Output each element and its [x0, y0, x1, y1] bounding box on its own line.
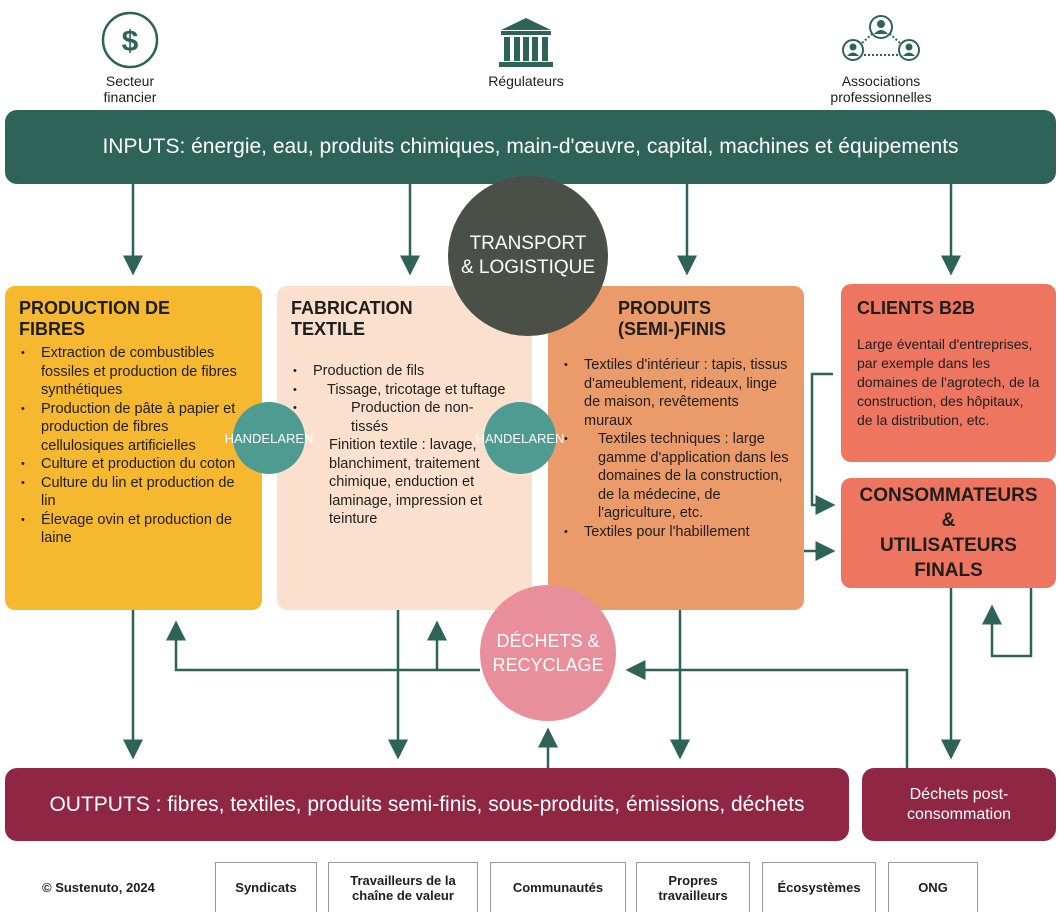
fibres-title: PRODUCTION DE FIBRES: [19, 298, 171, 339]
consommateurs-box: CONSOMMATEURS & UTILISATEURS FINALS: [841, 478, 1056, 588]
footer-label: Écosystèmes: [777, 880, 861, 895]
copyright: © Sustenuto, 2024: [42, 880, 155, 895]
stakeholder-label: Régulateurs: [488, 73, 564, 89]
inputs-bar: INPUTS: énergie, eau, produits chimiques…: [5, 110, 1056, 184]
stakeholder-associations: Associations professionnelles: [806, 10, 956, 105]
list-item: Production de non-tissés: [291, 399, 508, 436]
arrow-dechets-fibres: [166, 620, 480, 672]
footer-item-ecosystemes: Écosystèmes: [762, 862, 876, 912]
b2b-title: CLIENTS B2B: [857, 298, 976, 318]
handelaren-label: HANDELAREN: [224, 430, 314, 446]
list-item: Tissage, tricotage et tuftage: [291, 381, 508, 400]
footer-item-travailleurs: Travailleurs de la chaîne de valeur: [328, 862, 478, 912]
bank-building-icon: [499, 18, 553, 67]
post-consommation-box: Déchets post- consommation: [862, 768, 1056, 841]
produits-box: PRODUITS (SEMI-)FINIS Textiles d'intérie…: [548, 286, 804, 610]
dechets-circle: DÉCHETS & RECYCLAGE: [480, 585, 616, 721]
footer-label: ONG: [918, 880, 948, 895]
produits-title: PRODUITS (SEMI-)FINIS: [618, 298, 726, 339]
footer-item-ong: ONG: [888, 862, 978, 912]
arrow-post-dechets: [625, 660, 909, 768]
fibres-box: PRODUCTION DE FIBRES Extraction de combu…: [5, 286, 262, 610]
footer-label: Syndicats: [235, 880, 297, 895]
handelaren-label: HANDELAREN: [475, 430, 565, 446]
handelaren-circle: HANDELAREN: [476, 402, 564, 474]
footer-item-propres: Propres travailleurs: [636, 862, 750, 912]
list-item: Production de pâte à papier et productio…: [19, 400, 248, 456]
footer-item-communautes: Communautés: [490, 862, 626, 912]
transport-label: TRANSPORT & LOGISTIQUE: [460, 233, 596, 278]
dollar-icon: $: [101, 11, 159, 69]
svg-text:$: $: [122, 25, 139, 58]
footer-label: Propres travailleurs: [658, 872, 728, 903]
post-consommation-text: Déchets post- consommation: [906, 785, 1012, 823]
arrow-b2b-cons: [810, 372, 836, 515]
stakeholder-regulateurs: Régulateurs: [451, 10, 601, 89]
list-item: Culture et production du coton: [19, 455, 248, 474]
list-item: Élevage ovin et production de laine: [19, 511, 248, 548]
inputs-text: INPUTS: énergie, eau, produits chimiques…: [102, 135, 959, 158]
stakeholder-financier: $ Secteur financier: [55, 10, 205, 105]
list-item: Textiles pour l'habillement: [562, 523, 790, 542]
transport-circle: TRANSPORT & LOGISTIQUE: [448, 176, 608, 336]
fabrication-title: FABRICATION TEXTILE: [291, 298, 413, 339]
stakeholder-label: Secteur financier: [103, 73, 157, 105]
list-item: Production de fils: [291, 362, 508, 381]
list-item: Extraction de combustibles fossiles et p…: [19, 344, 248, 400]
stakeholder-label: Associations professionnelles: [830, 73, 932, 105]
handelaren-circle: HANDELAREN: [225, 402, 313, 474]
list-item: Finition textile : lavage, blanchiment, …: [291, 436, 508, 529]
outputs-bar: OUTPUTS : fibres, textiles, produits sem…: [5, 768, 849, 841]
b2b-box: CLIENTS B2B Large éventail d'entreprises…: [841, 284, 1056, 462]
dechets-label: DÉCHETS & RECYCLAGE: [492, 631, 604, 675]
list-item: Textiles d'intérieur : tapis, tissus d'a…: [562, 356, 790, 430]
consommateurs-title: CONSOMMATEURS & UTILISATEURS FINALS: [859, 485, 1038, 581]
footer-label: Travailleurs de la chaîne de valeur: [350, 872, 456, 903]
list-item: Textiles techniques : large gamme d'appl…: [562, 430, 790, 523]
outputs-text: OUTPUTS : fibres, textiles, produits sem…: [49, 792, 805, 816]
footer-item-syndicats: Syndicats: [215, 862, 317, 912]
b2b-text: Large éventail d'entreprises, par exempl…: [857, 336, 1040, 428]
list-item: Culture du lin et production de lin: [19, 474, 248, 511]
footer-label: Communautés: [512, 880, 604, 895]
arrow-cons-loop: [982, 588, 1033, 658]
people-network-icon: [842, 15, 920, 61]
